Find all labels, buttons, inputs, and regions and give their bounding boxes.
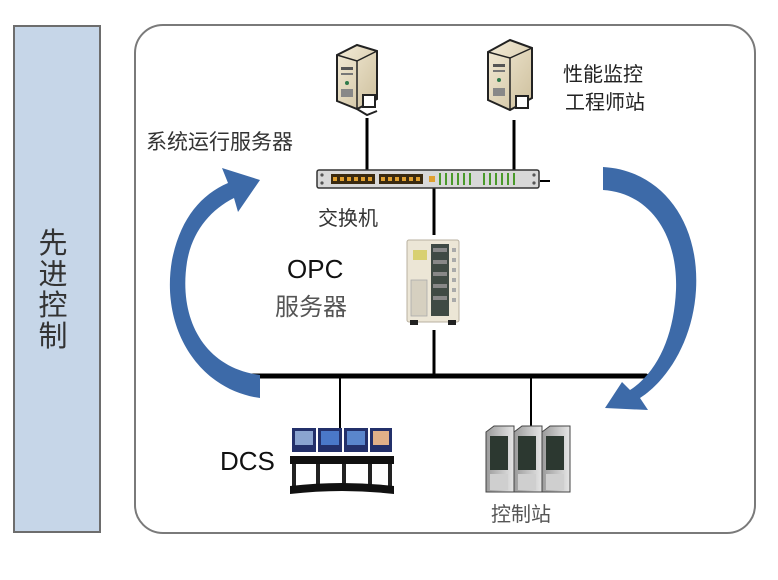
side-panel xyxy=(13,25,101,533)
network-switch-icon xyxy=(316,169,540,189)
opc-server-label-line1: OPC xyxy=(287,254,344,284)
opc-server-label-line2: 服务器 xyxy=(275,293,347,321)
side-panel-label: 先 进 控 制 xyxy=(33,228,73,352)
switch-label: 交换机 xyxy=(318,206,378,230)
side-panel-box xyxy=(13,25,101,533)
side-panel-char: 先 xyxy=(38,226,68,260)
rack-server-icon xyxy=(406,239,460,325)
monitor-station-label-line1: 性能监控 xyxy=(563,62,643,86)
server-tower-icon xyxy=(336,43,378,117)
system-server-label: 系统运行服务器 xyxy=(146,130,293,154)
dcs-label: DCS xyxy=(220,446,275,476)
right-cycle-arrow xyxy=(603,167,697,410)
side-panel-char: 制 xyxy=(38,319,68,353)
operator-consoles-icon xyxy=(290,428,394,494)
side-panel-char: 进 xyxy=(38,257,68,291)
left-cycle-arrow xyxy=(169,168,260,398)
network-lines xyxy=(215,118,649,428)
control-cabinets-icon xyxy=(485,425,571,493)
monitor-station-label-line2: 工程师站 xyxy=(565,90,645,114)
control-station-label: 控制站 xyxy=(491,502,551,526)
server-tower-icon xyxy=(487,38,533,112)
side-panel-char: 控 xyxy=(38,288,68,322)
